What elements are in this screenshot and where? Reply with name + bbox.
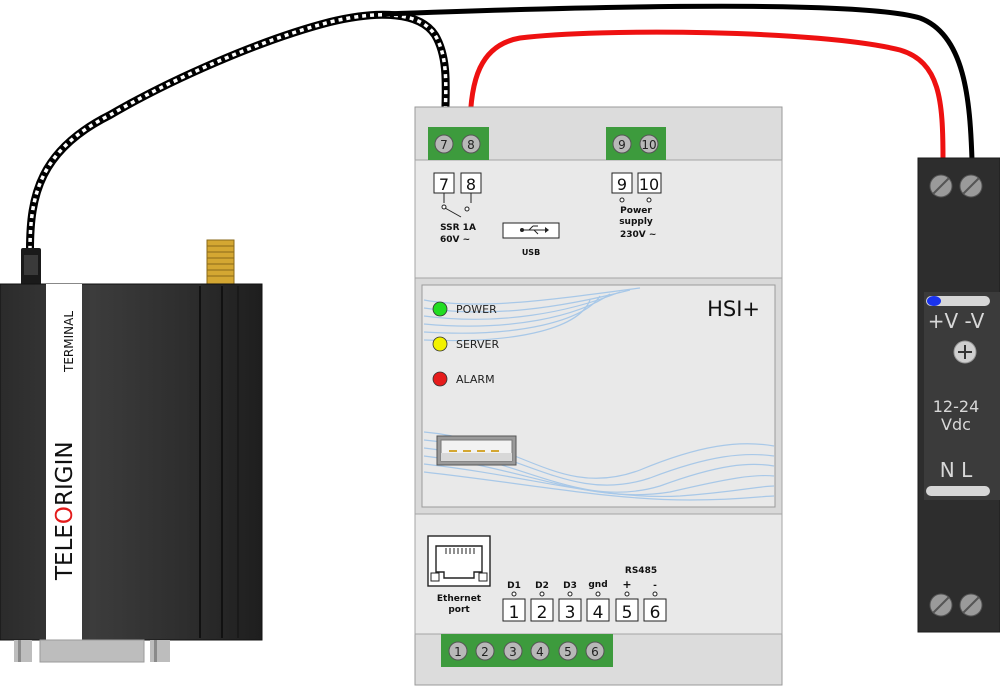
terminal-10-screw[interactable]: [639, 134, 659, 154]
red-wire: [467, 29, 946, 161]
io-marking: D1 D2 D3 gnd + - 1 2 3 4 5 6: [502, 578, 667, 623]
psu-voltage-line1: 12-24: [933, 397, 980, 416]
power-led-label: POWER: [456, 303, 497, 316]
hsi-device: 7 8 9 10 7 8 SSR 1A 60V ~: [414, 106, 783, 686]
io-box-3: 3: [565, 603, 576, 623]
modem-port-right: [150, 640, 170, 662]
terminal-4-label: 4: [536, 645, 544, 659]
modem-body: [0, 283, 263, 641]
modem-cable: [26, 10, 450, 251]
terminal-block-1-6: [441, 634, 613, 667]
bottom-terminal-screws[interactable]: [448, 641, 605, 661]
ssr-box-7: 7: [439, 175, 449, 194]
ethernet-label-line1: Ethernet: [437, 594, 482, 604]
ssr-box-8: 8: [466, 175, 476, 194]
power-box-9: 9: [617, 175, 627, 194]
io-label-d3: D3: [563, 581, 577, 591]
psu-output-label: +V -V: [928, 309, 985, 333]
ethernet-label-line2: port: [448, 605, 470, 615]
terminal-7-screw[interactable]: [434, 134, 454, 154]
io-label-d1: D1: [507, 581, 521, 591]
modem-brand: TELEORIGIN: [52, 441, 78, 581]
ethernet-port[interactable]: [427, 535, 491, 587]
ssr-marking: 7 8 SSR 1A 60V ~: [433, 172, 482, 245]
io-label-plus: +: [622, 578, 631, 591]
ssr-voltage-label: 60V ~: [440, 235, 470, 245]
io-label-minus: -: [653, 581, 657, 591]
modem-label-strip: [46, 284, 82, 640]
power-voltage-label: 230V ~: [620, 230, 656, 240]
io-label-d2: D2: [535, 581, 549, 591]
io-box-1: 1: [509, 603, 520, 623]
rs485-label: RS485: [625, 566, 657, 576]
power-marking: 9 10 Power supply 230V ~: [611, 172, 662, 240]
alarm-led: [432, 371, 448, 387]
psu-input-label: N L: [940, 458, 973, 482]
io-box-2: 2: [537, 603, 548, 623]
terminal-5-label: 5: [564, 645, 572, 659]
terminal-9-screw[interactable]: [612, 134, 632, 154]
psu-face: [924, 292, 1000, 500]
antenna-connector: [206, 239, 235, 287]
terminal-10-label: 10: [641, 138, 656, 152]
ssr-label: SSR 1A: [440, 223, 476, 233]
io-box-6: 6: [650, 603, 661, 623]
modem-port-left: [14, 640, 32, 662]
power-supply: +V -V 12-24 Vdc N L: [917, 157, 1000, 633]
power-label-line1: Power: [620, 206, 652, 216]
server-led-label: SERVER: [456, 338, 499, 351]
terminal-1-label: 1: [454, 645, 462, 659]
usb-label: USB: [522, 248, 540, 257]
io-box-4: 4: [593, 603, 604, 623]
terminal-3-label: 3: [509, 645, 517, 659]
terminal-8-screw[interactable]: [461, 134, 481, 154]
modem-cable-pattern: [28, 13, 448, 251]
wires: [26, 3, 975, 251]
terminal-8-label: 8: [467, 138, 475, 152]
psu-indicator-led: [927, 296, 941, 306]
terminal-6-label: 6: [591, 645, 599, 659]
power-box-10: 10: [639, 175, 659, 194]
black-wire: [384, 3, 975, 161]
terminal-7-label: 7: [440, 138, 448, 152]
io-box-5: 5: [622, 603, 633, 623]
device-title: HSI+: [707, 297, 760, 321]
usb-port[interactable]: [436, 435, 517, 466]
power-label-line2: supply: [619, 217, 653, 227]
usb-marking: USB: [502, 222, 560, 257]
io-label-gnd: gnd: [588, 580, 607, 590]
server-led: [432, 336, 448, 352]
modem: TELEORIGIN TERMINAL: [0, 239, 263, 663]
psu-voltage-line2: Vdc: [941, 415, 971, 434]
power-led: [432, 301, 448, 317]
terminal-2-label: 2: [481, 645, 489, 659]
panel-waves: [423, 287, 775, 501]
modem-subtitle: TERMINAL: [62, 311, 76, 373]
modem-db-port: [39, 639, 145, 663]
alarm-led-label: ALARM: [456, 373, 495, 386]
terminal-9-label: 9: [618, 138, 626, 152]
